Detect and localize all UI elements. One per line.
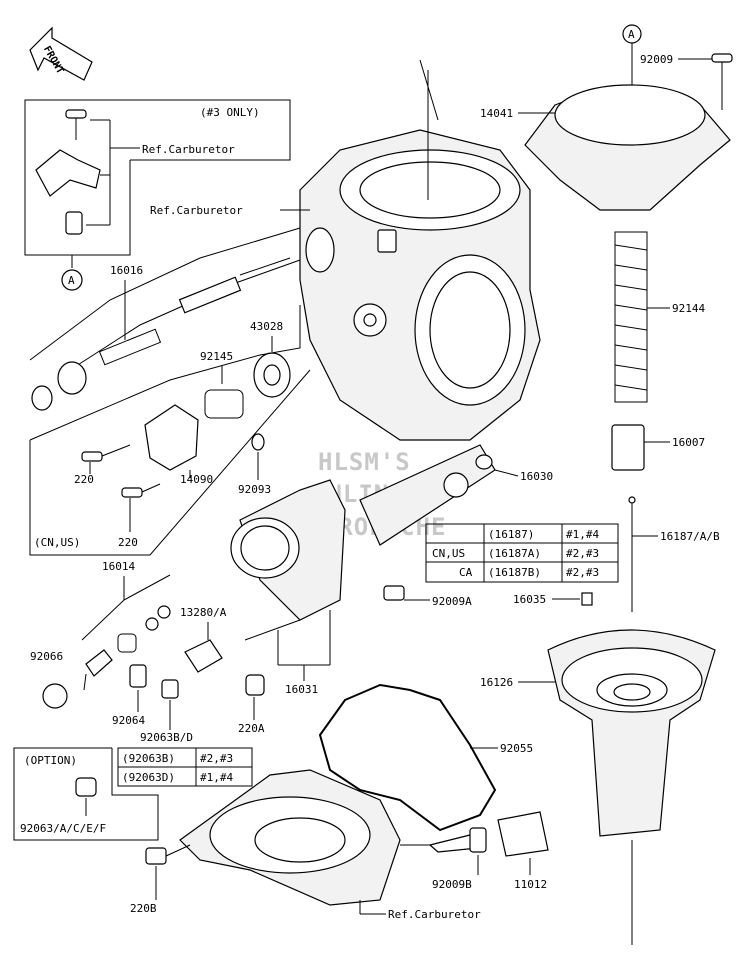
label-14090: 14090	[180, 473, 213, 486]
option-group: (OPTION) 92063/A/C/E/F	[13, 747, 159, 841]
collar	[65, 211, 83, 235]
circle-a-right: A	[628, 28, 635, 41]
needle-row2-cyl: #2,#3	[566, 547, 599, 560]
ref-carburetor-label-2: Ref.Carburetor	[150, 204, 243, 217]
label-16007: 16007	[672, 436, 705, 449]
label-220-b: 220	[118, 536, 138, 549]
ball-92066	[42, 683, 68, 709]
gasket-group: 92055	[318, 683, 533, 832]
only3-note: (#3 ONLY)	[200, 106, 260, 119]
bracket-screw	[65, 109, 87, 119]
label-92144: 92144	[672, 302, 705, 315]
label-92055: 92055	[500, 742, 533, 755]
label-16031: 16031	[285, 683, 318, 696]
cover-screw	[711, 53, 733, 63]
ref-carburetor-label-1: Ref.Carburetor	[142, 143, 235, 156]
gasket-92055	[318, 683, 497, 832]
needle-row3-part: (16187B)	[488, 566, 541, 579]
label-16187AB: 16187/A/B	[660, 530, 720, 543]
label-92093: 92093	[238, 483, 271, 496]
needle-row2-spec: CN,US	[432, 547, 465, 560]
needle-table: (16187) #1,#4 CN,US (16187A) #2,#3 CA (1…	[425, 523, 619, 583]
plate-group: 16030 16031 92009A	[230, 444, 553, 696]
bracket	[35, 149, 101, 197]
label-92009: 92009	[640, 53, 673, 66]
label-92145: 92145	[200, 350, 233, 363]
jet-row2-cyl: #1,#4	[200, 771, 233, 784]
float-bowl-group: 220B Ref.Carburetor	[130, 769, 481, 921]
needle-row3-spec: CA	[459, 566, 473, 579]
label-43028: 43028	[250, 320, 283, 333]
label-92063ACEF: 92063/A/C/E/F	[20, 822, 106, 835]
jets-group: 16014 92066 92064 92063B/D 13280/A 220A	[30, 560, 265, 744]
needle-row2-part: (16187A)	[488, 547, 541, 560]
label-16014: 16014	[102, 560, 135, 573]
needle-row1-cyl: #1,#4	[566, 528, 599, 541]
label-13280A: 13280/A	[180, 606, 227, 619]
front-arrow: FRONT	[29, 26, 93, 81]
option-note: (OPTION)	[24, 754, 77, 767]
label-220A: 220A	[238, 722, 265, 735]
carburetor-body: Ref.Carburetor	[150, 59, 541, 441]
drain-group: 92009B 11012	[400, 811, 549, 891]
jet-row2-part: (92063D)	[122, 771, 175, 784]
label-92009A: 92009A	[432, 595, 472, 608]
needle-row1-part: (16187)	[488, 528, 534, 541]
top-cover-group: A 92009 14041 92144 16007 16187/A/B	[480, 24, 733, 612]
label-92009B: 92009B	[432, 878, 472, 891]
jet-row1-cyl: #2,#3	[200, 752, 233, 765]
label-16016: 16016	[110, 264, 143, 277]
label-220B: 220B	[130, 902, 157, 915]
label-220-a: 220	[74, 473, 94, 486]
circle-a-left: A	[68, 274, 75, 287]
left-mid-parts: 16016 43028 92145 14090 220 220 (CN,US) …	[29, 227, 311, 556]
diaphragm-group: 16035 16126	[480, 592, 716, 945]
cap-11012	[497, 811, 549, 857]
jet-table: (92063B) #2,#3 (92063D) #1,#4	[117, 747, 253, 787]
label-16030: 16030	[520, 470, 553, 483]
label-16035: 16035	[513, 593, 546, 606]
only3-group: (#3 ONLY) Ref.Carburetor A	[24, 99, 291, 291]
cover-14090	[144, 404, 199, 471]
label-11012: 11012	[514, 878, 547, 891]
jet-row1-part: (92063B)	[122, 752, 175, 765]
cnus-note: (CN,US)	[34, 536, 80, 549]
needle-holder	[611, 424, 645, 471]
label-14041: 14041	[480, 107, 513, 120]
watermark-line-1: HLSM'S	[318, 448, 411, 476]
label-92066: 92066	[30, 650, 63, 663]
label-92063BD: 92063B/D	[140, 731, 193, 744]
needle-row3-cyl: #2,#3	[566, 566, 599, 579]
ref-carburetor-label-3: Ref.Carburetor	[388, 908, 481, 921]
label-16126: 16126	[480, 676, 513, 689]
label-92064: 92064	[112, 714, 145, 727]
spring-92144	[614, 231, 648, 403]
